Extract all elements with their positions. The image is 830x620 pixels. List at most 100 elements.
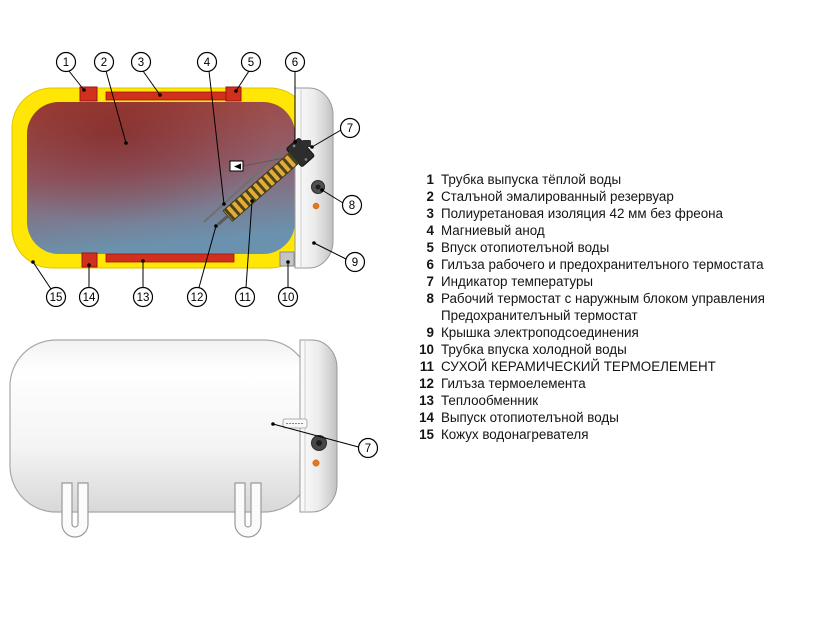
legend-item-13: 13 Теплообменник (414, 392, 824, 409)
callout-number: 12 (191, 292, 204, 304)
leader-dot (82, 88, 86, 92)
leader-line (313, 242, 347, 260)
callout-number: 13 (137, 292, 150, 304)
signal-led (312, 202, 320, 210)
legend-text: Предохранителъный термостат (441, 308, 638, 323)
legend-item-10: 10 Трубка впуска холодной воды (414, 341, 824, 358)
leader-line (32, 261, 52, 290)
parts-legend: 1 Трубка выпуска тёплой воды 2 Сталъной … (414, 171, 824, 443)
legend-text: Крышка электроподсоединения (441, 325, 639, 340)
leader-dot (293, 140, 297, 144)
callout-number: 3 (138, 57, 144, 69)
legend-item-15: 15 Кожух водонагревателя (414, 426, 824, 443)
leader-dot (87, 263, 91, 267)
legend-number: 8 (426, 291, 434, 306)
thermostat-knob-center (315, 184, 321, 190)
legend-item-11: 11 СУХОЙ КЕРАМИЧЕСКИЙ ТЕРМОЕЛЕМЕНТ (414, 358, 824, 375)
callout-bubble (186, 286, 208, 308)
legend-number: 10 (419, 342, 434, 357)
legend-text: Рабочий термостат с наружным блоком упра… (441, 291, 765, 306)
legend-item-6: 6 Гилъза рабочего и предохранителъного т… (414, 256, 824, 273)
legend-text: Гилъза термоелемента (441, 376, 586, 391)
legend-item-1: 1 Трубка выпуска тёплой воды (414, 171, 824, 188)
callout-bubble (196, 51, 218, 73)
leader-dot (214, 224, 218, 228)
callout-bubble (93, 51, 115, 73)
legend-text: Магниевый анод (441, 223, 545, 238)
legend-text: Сталъной эмалированный резервуар (441, 189, 674, 204)
legend-number: 13 (419, 393, 434, 408)
legend-number: 12 (419, 376, 434, 391)
leader-line (245, 200, 253, 288)
callout-number: 7 (365, 443, 371, 455)
leader-dot (222, 202, 226, 206)
callout-number: 1 (63, 57, 69, 69)
leader-line (235, 70, 250, 92)
callout-number: 9 (352, 257, 358, 269)
legend-text: Выпуск отопиотелъной воды (441, 410, 619, 425)
flange-bolt (292, 144, 296, 148)
callout-bubble (55, 51, 77, 73)
leader-line (321, 189, 344, 204)
heat-exchanger-bottom-tube (105, 253, 235, 263)
legend-item-5: 5 Впуск отопиотелъной воды (414, 239, 824, 256)
legend-text: Трубка выпуска тёплой воды (441, 172, 622, 187)
callout-bubble (240, 51, 262, 73)
legend-item-2: 2 Сталъной эмалированный резервуар (414, 188, 824, 205)
callout-number: 2 (101, 57, 107, 69)
exterior-body (9, 339, 311, 513)
leader-dot (124, 141, 128, 145)
tank-hot-zone (27, 102, 295, 254)
leader-line (272, 423, 359, 448)
callout-6: 6 (284, 51, 306, 144)
leader-dot (141, 259, 145, 263)
legend-text: Индикатор температуры (441, 274, 594, 289)
legend-item-8-line2: Предохранителъный термостат (414, 307, 824, 324)
leader-line (311, 129, 342, 148)
legend-text: Полиуретановая изоляция 42 мм без фреона (441, 206, 724, 221)
callout-7: 7 (310, 117, 361, 149)
capillary-line (242, 157, 285, 167)
callout-number: 8 (349, 200, 355, 212)
callout-bubble (357, 437, 379, 459)
element-sleeve-tip (217, 214, 229, 226)
exterior-view: 7 (9, 339, 379, 538)
heating-element-assembly (217, 138, 315, 226)
leader-line (68, 70, 85, 91)
cross-section-view: 1 2 3 4 5 6 (11, 51, 366, 308)
end-cap-shape (294, 87, 334, 269)
heating-water-inlet-fitting (225, 86, 242, 102)
end-cap-section (294, 87, 334, 269)
leader-line (105, 70, 127, 144)
leader-dot (31, 260, 35, 264)
legend-number: 3 (426, 206, 434, 221)
legend-text: Впуск отопиотелъной воды (441, 240, 610, 255)
leader-dot (312, 241, 316, 245)
leader-dot (286, 260, 290, 264)
callout-bubble (344, 251, 366, 273)
callout-13: 13 (132, 259, 154, 308)
sensor-arrow-icon (234, 163, 241, 170)
leader-line (142, 70, 161, 96)
callout-3: 3 (130, 51, 162, 97)
callout-11: 11 (234, 199, 256, 308)
legend-text: Гилъза рабочего и предохранителъного тер… (441, 257, 764, 272)
leader-dot (320, 188, 324, 192)
mounting-pipe-left (61, 482, 89, 538)
callout-bubble (132, 286, 154, 308)
callout-2: 2 (93, 51, 128, 145)
callout-15: 15 (31, 260, 67, 308)
end-cap-shape (299, 339, 338, 513)
legend-number: 5 (426, 240, 434, 255)
callout-4: 4 (196, 51, 226, 206)
legend-number: 9 (426, 325, 434, 340)
callout-number: 7 (347, 123, 353, 135)
leader-dot (158, 93, 162, 97)
leader-dot (271, 422, 275, 426)
callout-number: 5 (248, 57, 254, 69)
legend-text: Кожух водонагревателя (441, 427, 589, 442)
callout-12: 12 (186, 224, 218, 308)
callout-bubble (339, 117, 361, 139)
callout-number: 6 (292, 57, 298, 69)
